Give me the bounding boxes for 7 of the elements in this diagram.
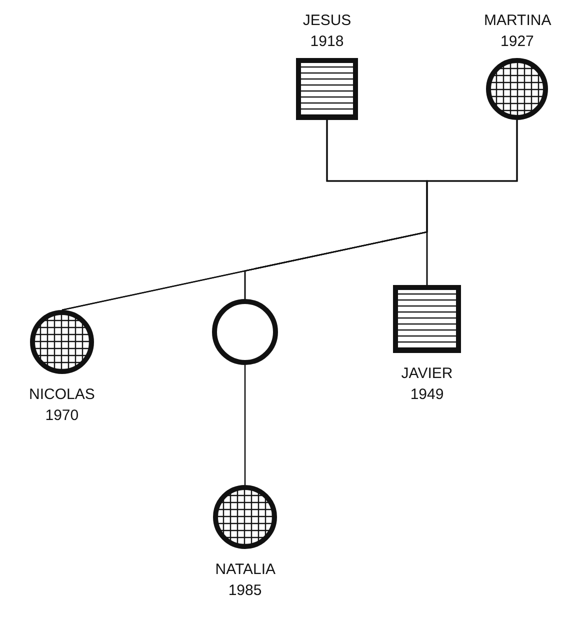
connector-line [244,365,246,485]
person-label: NICOLAS 1970 [29,385,95,426]
person-label: JAVIER 1949 [401,364,453,405]
person-label: MARTINA 1927 [484,11,550,52]
person-label: JESUS 1918 [302,11,352,52]
person-label: NATALIA 1985 [215,560,275,601]
connector-line [426,120,518,285]
